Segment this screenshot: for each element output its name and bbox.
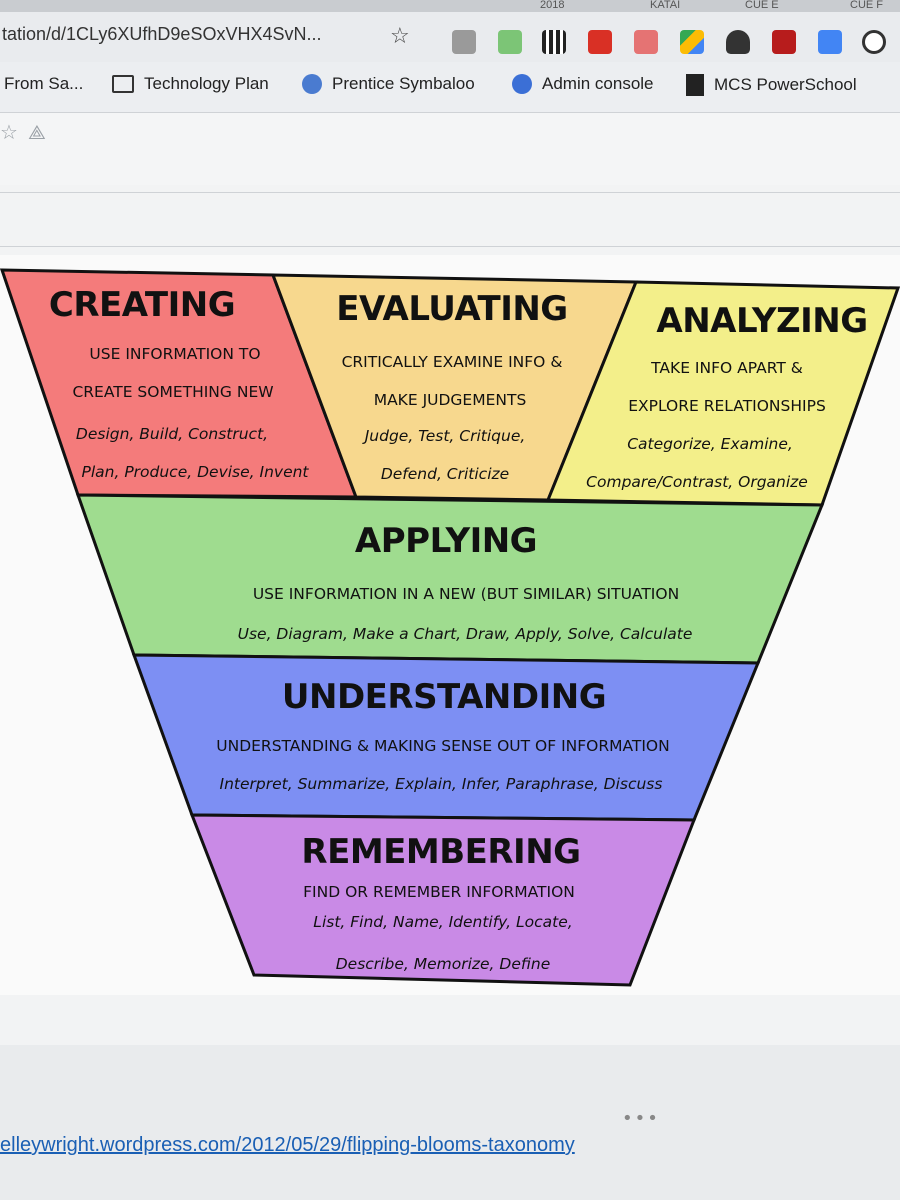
- creating-verbs: Design, Build, Construct,: [75, 425, 269, 443]
- translate-icon[interactable]: [818, 30, 842, 54]
- admin-icon: [512, 74, 532, 94]
- symbaloo-icon: [302, 74, 322, 94]
- tab-fragment[interactable]: CUE E: [745, 0, 779, 11]
- bookmarks-bar: [0, 62, 900, 113]
- settings-icon[interactable]: [862, 30, 886, 54]
- slide-canvas[interactable]: CREATING USE INFORMATION TO CREATE SOMET…: [0, 255, 900, 995]
- acrobat-icon[interactable]: [588, 30, 612, 54]
- evaluating-verbs: Judge, Test, Critique,: [364, 427, 526, 445]
- bookmark-label: Admin console: [542, 74, 654, 93]
- evaluating-verbs: Defend, Criticize: [380, 465, 510, 483]
- applying-desc: USE INFORMATION IN A NEW (BUT SIMILAR) S…: [252, 585, 680, 603]
- evaluating-title: EVALUATING: [336, 289, 568, 329]
- remembering-verbs: List, Find, Name, Identify, Locate,: [313, 913, 573, 931]
- bookmark-technology-plan[interactable]: Technology Plan: [112, 74, 269, 94]
- ruler-line: [0, 192, 900, 193]
- applying-verbs: Use, Diagram, Make a Chart, Draw, Apply,…: [237, 625, 693, 643]
- folder-icon: [112, 75, 134, 93]
- bookmark-label: Technology Plan: [144, 74, 269, 93]
- hat-icon[interactable]: [726, 30, 750, 54]
- bookmark-label: MCS PowerSchool: [714, 75, 857, 94]
- tab-fragment[interactable]: CUE F: [850, 0, 883, 11]
- creating-desc: CREATE SOMETHING NEW: [72, 383, 274, 401]
- drive-icon[interactable]: [680, 30, 704, 54]
- analyzing-verbs: Categorize, Examine,: [627, 435, 793, 453]
- tab-fragment[interactable]: KATAI: [650, 0, 681, 11]
- more-options-icon[interactable]: •••: [622, 1108, 660, 1129]
- remembering-verbs: Describe, Memorize, Define: [335, 955, 551, 973]
- emoji-icon[interactable]: [498, 30, 522, 54]
- reader-icon[interactable]: [452, 30, 476, 54]
- omnibox-bar: [0, 12, 900, 62]
- understanding-desc: UNDERSTANDING & MAKING SENSE OUT OF INFO…: [216, 737, 670, 755]
- bookmark-label: From Sa...: [4, 74, 84, 93]
- understanding-verbs: Interpret, Summarize, Explain, Infer, Pa…: [219, 775, 663, 793]
- bookmark-star-icon[interactable]: ☆: [390, 24, 410, 49]
- speaker-notes-area: [0, 1045, 900, 1200]
- remembering-region: [189, 813, 697, 987]
- taxonomy-diagram: [0, 268, 900, 987]
- creating-verbs: Plan, Produce, Devise, Invent: [81, 463, 309, 481]
- remembering-title: REMEMBERING: [301, 832, 581, 872]
- star-icon[interactable]: ☆: [0, 120, 18, 144]
- analyzing-desc: TAKE INFO APART &: [651, 359, 803, 377]
- analyzing-title: ANALYZING: [656, 301, 868, 341]
- analyzing-desc: EXPLORE RELATIONSHIPS: [628, 397, 826, 415]
- evaluating-desc: MAKE JUDGEMENTS: [373, 391, 527, 409]
- analyzing-verbs: Compare/Contrast, Organize: [586, 473, 808, 491]
- creating-desc: USE INFORMATION TO: [89, 345, 261, 363]
- bookmark-from-sa[interactable]: From Sa...: [4, 74, 83, 94]
- tab-fragment[interactable]: 2018: [540, 0, 565, 11]
- source-link[interactable]: elleywright.wordpress.com/2012/05/29/fli…: [0, 1134, 575, 1156]
- move-to-drive-icon[interactable]: ⟁: [28, 120, 46, 144]
- bookmark-prentice-symbaloo[interactable]: Prentice Symbaloo: [302, 74, 475, 94]
- docs-toolbar: [0, 113, 900, 185]
- bookmark-label: Prentice Symbaloo: [332, 74, 475, 93]
- applying-title: APPLYING: [354, 521, 538, 561]
- evaluating-desc: CRITICALLY EXAMINE INFO &: [341, 353, 563, 371]
- address-bar-url[interactable]: tation/d/1CLy6XUfhD9eSOxVHX4SvN...: [2, 24, 322, 44]
- remembering-desc: FIND OR REMEMBER INFORMATION: [303, 883, 575, 901]
- cast-icon[interactable]: [634, 30, 658, 54]
- book-icon[interactable]: [772, 30, 796, 54]
- understanding-title: UNDERSTANDING: [281, 677, 607, 717]
- ruler-line: [0, 246, 900, 247]
- bookmark-admin-console[interactable]: Admin console: [512, 74, 654, 94]
- tab-strip: [0, 0, 900, 12]
- bookmark-mcs-powerschool[interactable]: MCS PowerSchool: [686, 74, 857, 96]
- qr-icon[interactable]: [542, 30, 566, 54]
- creating-title: CREATING: [48, 285, 236, 325]
- powerschool-icon: [686, 74, 704, 96]
